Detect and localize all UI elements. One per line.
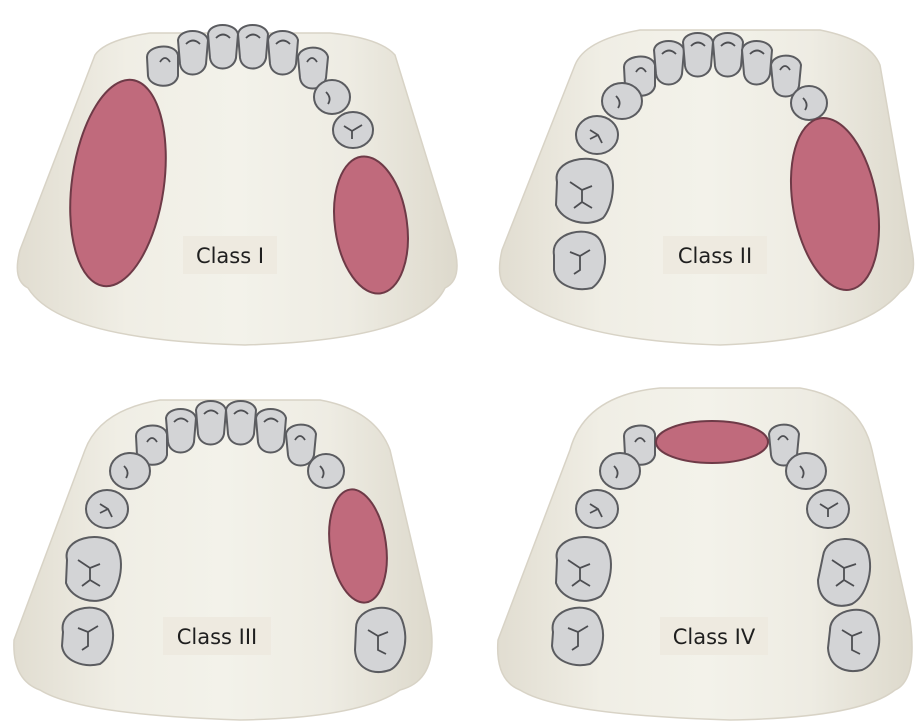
panel-class-i: Class I bbox=[17, 25, 457, 345]
panel-class-ii: Class II bbox=[500, 30, 914, 345]
class-label: Class II bbox=[678, 244, 752, 268]
class-label: Class IV bbox=[673, 625, 756, 649]
edentulous-area-anterior bbox=[656, 421, 768, 463]
class-label: Class III bbox=[177, 625, 258, 649]
panel-class-iii: Class III bbox=[14, 400, 432, 720]
panel-class-iv: Class IV bbox=[498, 388, 912, 720]
right-side-teeth bbox=[791, 86, 827, 120]
class-label: Class I bbox=[196, 244, 264, 268]
